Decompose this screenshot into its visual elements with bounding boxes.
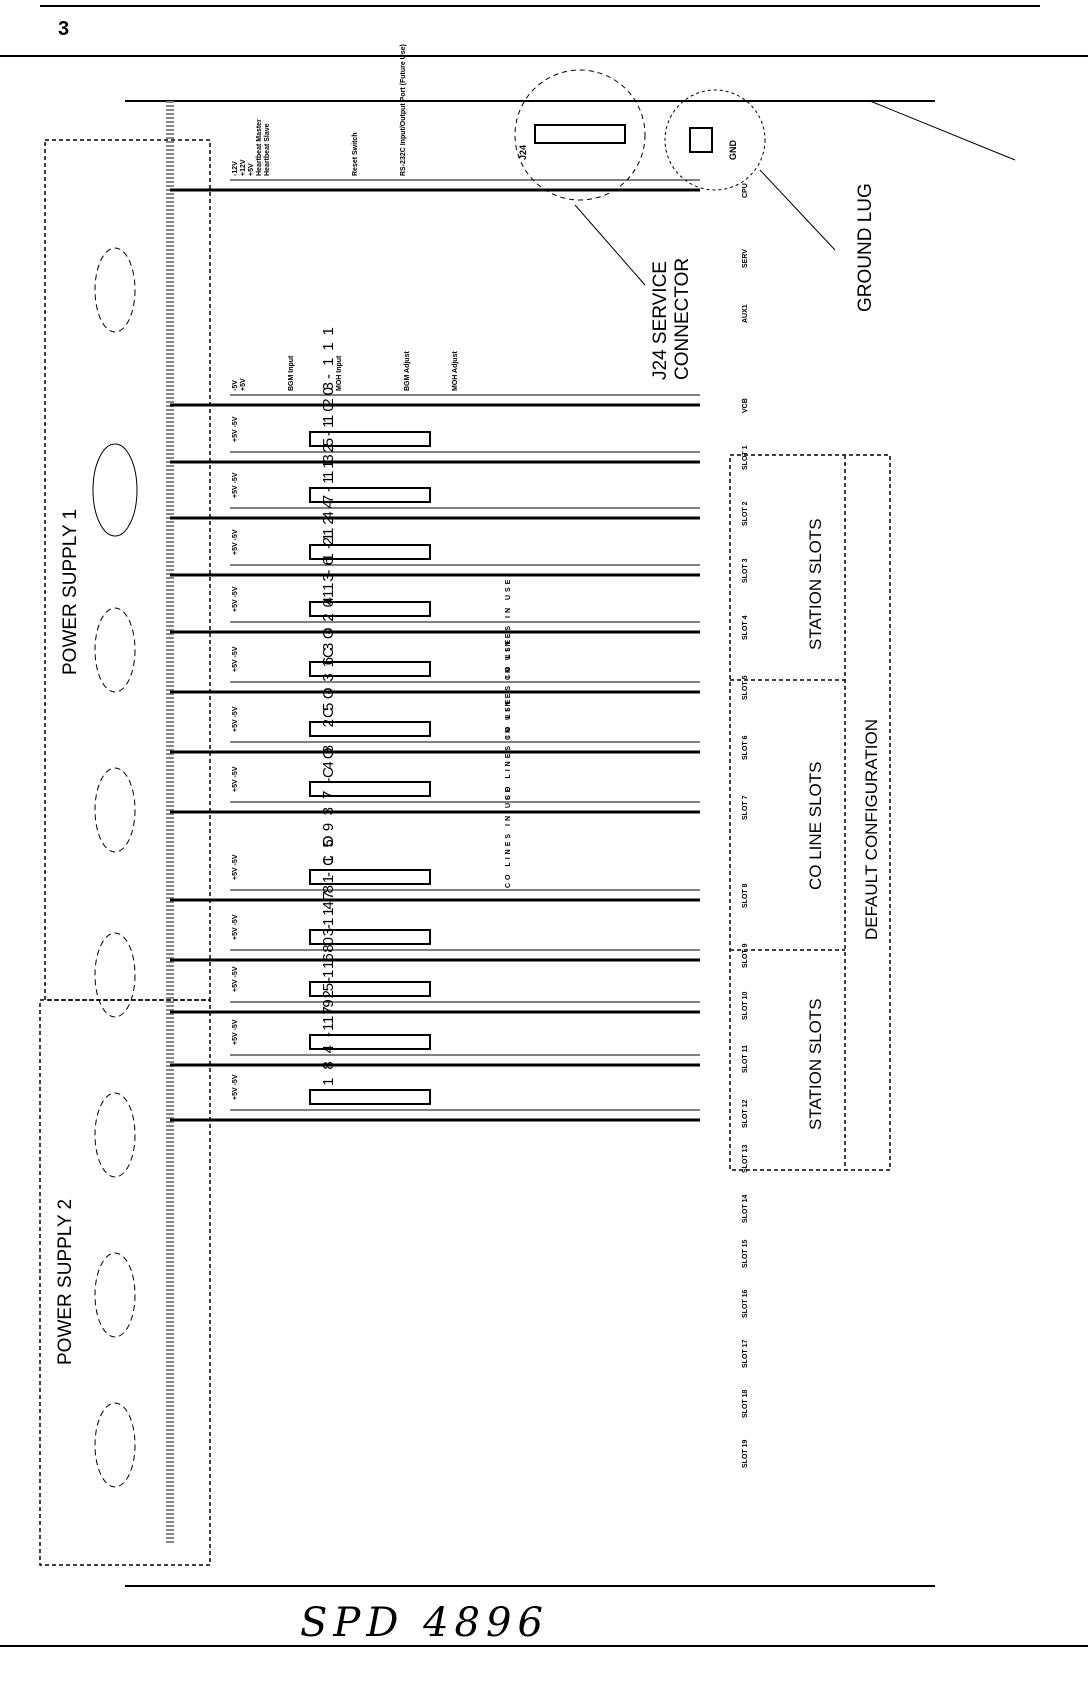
- slot-voltage-label: +5V -5V: [232, 854, 239, 881]
- amphenol-connector: [309, 431, 431, 447]
- power-supply-2-label: POWER SUPPLY 2: [55, 1198, 76, 1365]
- vcb-card-label: MOH Adjust: [452, 351, 459, 391]
- slot-voltage-label: +5V -5V: [232, 914, 239, 941]
- slot-name-label: SLOT 9: [742, 943, 749, 968]
- slot-name-label: SLOT 12: [742, 1099, 749, 1128]
- slot-voltage-label: +5V -5V: [232, 1074, 239, 1101]
- header-rule: [0, 55, 1088, 57]
- slot-name-label: SLOT 3: [742, 558, 749, 583]
- j24-service-label-1: J24 SERVICE: [650, 261, 671, 380]
- cabinet-corner-line: [869, 100, 1016, 161]
- station-slots-top-label: STATION SLOTS: [806, 518, 825, 650]
- gnd-callout-circle: [664, 89, 766, 191]
- amphenol-connector: [309, 661, 431, 677]
- slot-name-label: SLOT 19: [742, 1439, 749, 1468]
- top-rule: [40, 5, 1040, 7]
- slot-name-label: SLOT 10: [742, 991, 749, 1020]
- amphenol-connector: [309, 487, 431, 503]
- cpu-card-label: Heartbeat Slave: [264, 123, 271, 176]
- document-id-mark: SPD 4896: [300, 1600, 549, 1646]
- j24-label: J24: [518, 144, 528, 160]
- slot-name-label: SLOT 18: [742, 1389, 749, 1418]
- vcb-card-label: BGM Adjust: [404, 351, 411, 391]
- ground-lug-label: GROUND LUG: [855, 183, 876, 312]
- slot-voltage-label: +5V -5V: [232, 529, 239, 556]
- default-configuration-bracket: [729, 454, 891, 1171]
- vcb-card-label: +5V: [240, 378, 247, 391]
- amphenol-connector: [309, 869, 431, 885]
- slot-name-label: SLOT 5: [742, 675, 749, 700]
- vcb-card-label: MOH Input: [336, 355, 343, 391]
- slot-name-label: SLOT 11: [742, 1044, 749, 1073]
- amphenol-connector: [309, 981, 431, 997]
- slot-name-label: AUX1: [742, 304, 749, 323]
- j24-connector: [534, 124, 626, 144]
- slot-voltage-label: +5V -5V: [232, 646, 239, 673]
- vcb-card-label: BGM Input: [288, 355, 295, 391]
- station-slots-bottom-label: STATION SLOTS: [806, 998, 825, 1130]
- slot-voltage-label: +5V -5V: [232, 586, 239, 613]
- slot-name-label: SLOT 7: [742, 795, 749, 820]
- slot-name-label: CPU: [742, 183, 749, 198]
- slot-voltage-label: +5V -5V: [232, 472, 239, 499]
- amphenol-connector: [309, 1089, 431, 1105]
- slot-voltage-label: +5V -5V: [232, 1019, 239, 1046]
- slot-name-label: SLOT 13: [742, 1144, 749, 1173]
- footer-rule: [0, 1645, 1088, 1647]
- cpu-card-label: +5V: [248, 163, 255, 176]
- slot-name-label: SLOT 17: [742, 1339, 749, 1368]
- amphenol-connector: [309, 721, 431, 737]
- ground-lug-icon: [689, 127, 713, 153]
- amphenol-connector: [309, 601, 431, 617]
- slot-name-label: SERV: [742, 249, 749, 268]
- slot-lines: [170, 179, 700, 1122]
- slot-voltage-label: +5V -5V: [232, 706, 239, 733]
- slot-name-label: SLOT 1: [742, 445, 749, 470]
- co-line-slots-label: CO LINE SLOTS: [806, 761, 825, 890]
- footer-rule-short: [125, 1585, 935, 1587]
- slot-name-label: SLOT 6: [742, 735, 749, 760]
- j24-service-label-2: CONNECTOR: [672, 257, 693, 380]
- j24-leader: [574, 204, 646, 286]
- slot-name-label: VCB: [742, 398, 749, 413]
- power-supply-2-outline: [39, 999, 211, 1566]
- slot-voltage-label: +5V -5V: [232, 416, 239, 443]
- amphenol-connector: [309, 781, 431, 797]
- slot-name-label: SLOT 14: [742, 1194, 749, 1223]
- amphenol-connector: [309, 929, 431, 945]
- co-lines-in-use-label: CO LINES IN USE: [505, 784, 512, 888]
- default-configuration-label: DEFAULT CONFIGURATION: [862, 718, 881, 940]
- page-number: 3: [58, 18, 70, 40]
- cpu-card-label: -12V: [232, 161, 239, 176]
- slot-port-range: 184-195: [320, 974, 337, 1086]
- slot-voltage-label: +5V -5V: [232, 766, 239, 793]
- j24-callout-circle: [514, 69, 646, 201]
- vent-holes: [92, 247, 138, 1488]
- slot-voltage-label: +5V -5V: [232, 966, 239, 993]
- slot-name-label: SLOT 16: [742, 1289, 749, 1318]
- amphenol-connector: [309, 544, 431, 560]
- gnd-leader: [759, 169, 836, 251]
- gnd-label: GND: [728, 140, 738, 160]
- slot-name-label: SLOT 2: [742, 501, 749, 526]
- cpu-card-label: Reset Switch: [352, 132, 359, 176]
- cpu-card-label: Heartbeat Master: [256, 119, 263, 176]
- cpu-card-label: RS-232C Input/Output Port (Future Use): [400, 44, 407, 176]
- vcb-card-label: -5V: [232, 380, 239, 391]
- cpu-card-label: +12V: [240, 159, 247, 176]
- slot-name-label: SLOT 4: [742, 615, 749, 640]
- slot-name-label: SLOT 15: [742, 1239, 749, 1268]
- slot-name-label: SLOT 8: [742, 883, 749, 908]
- amphenol-connector: [309, 1034, 431, 1050]
- power-supply-1-label: POWER SUPPLY 1: [60, 508, 81, 675]
